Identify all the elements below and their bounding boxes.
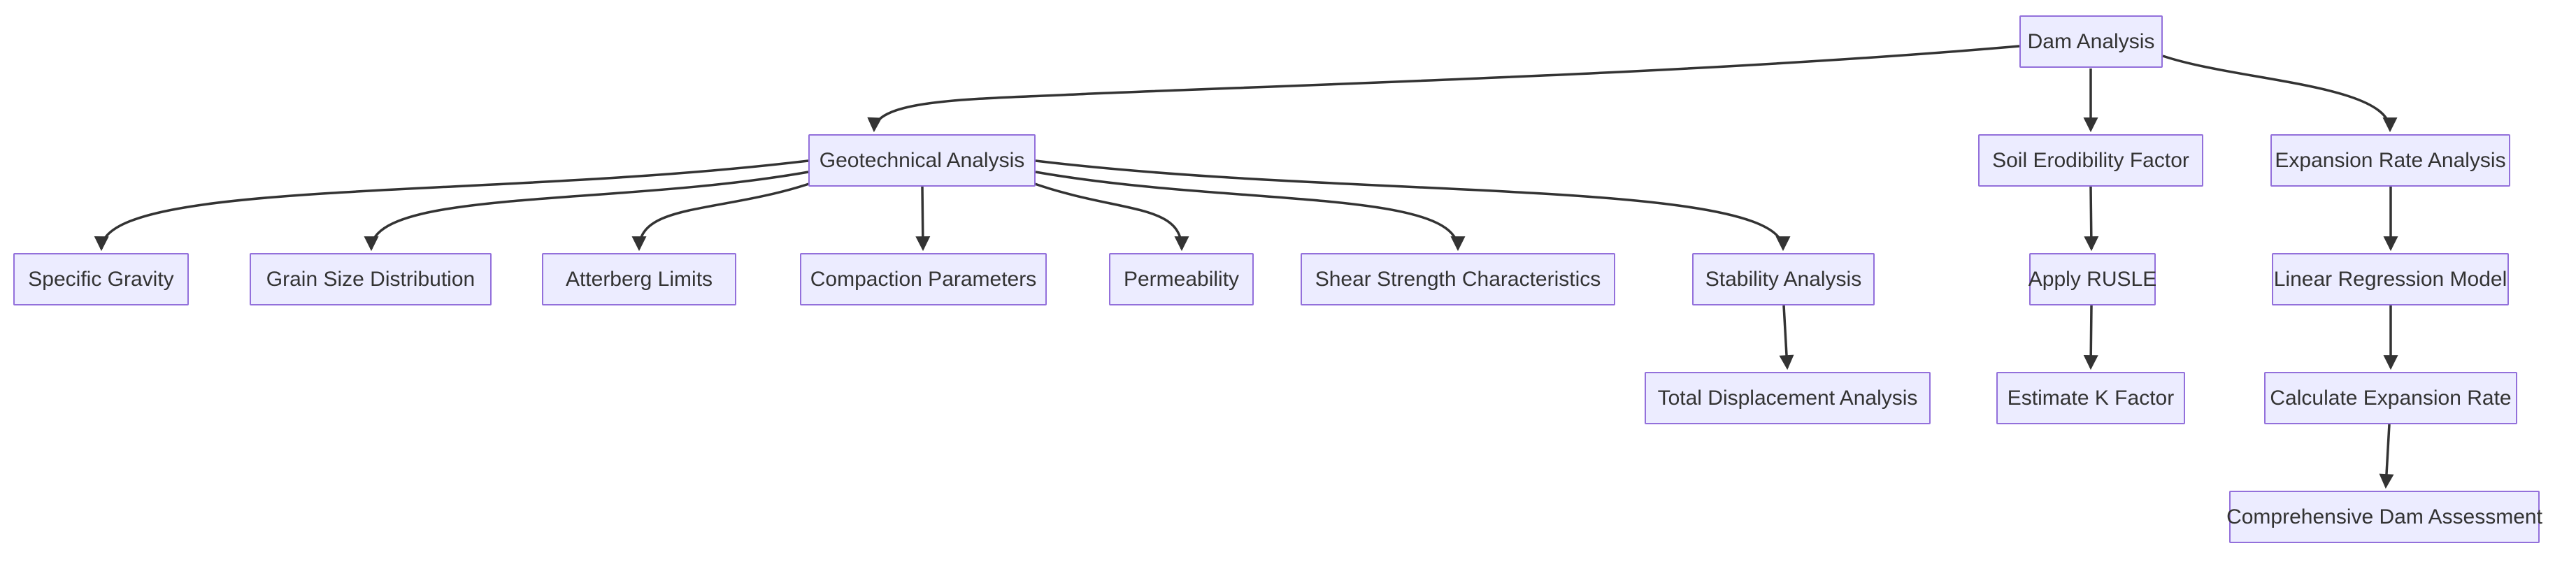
node-calculate-expansion-rate: Calculate Expansion Rate (2264, 372, 2517, 424)
edge-calculate-expansion-to-comprehensive (2379, 424, 2394, 489)
node-specific-gravity: Specific Gravity (13, 253, 189, 305)
node-comprehensive-dam-assessment: Comprehensive Dam Assessment (2226, 491, 2542, 543)
node-total-displacement-analysis: Total Displacement Analysis (1645, 372, 1931, 424)
node-stability-analysis: Stability Analysis (1692, 253, 1875, 305)
edge-geotechnical-to-stability (1035, 159, 1791, 252)
node-geotechnical-analysis: Geotechnical Analysis (808, 134, 1036, 187)
node-grain-size-distribution: Grain Size Distribution (250, 253, 492, 305)
node-atterberg-limits: Atterberg Limits (542, 253, 736, 305)
node-compaction-parameters: Compaction Parameters (800, 253, 1047, 305)
edge-geotechnical-to-grain-size (364, 171, 809, 252)
edge-geotechnical-to-specific-gravity (94, 159, 809, 252)
node-soil-erodibility-factor: Soil Erodibility Factor (1978, 134, 2203, 187)
edge-geotechnical-to-atterberg (631, 182, 812, 252)
edge-geotechnical-to-shear-strength (1035, 171, 1466, 252)
edge-dam-to-geotechnical (867, 45, 2020, 133)
node-expansion-rate-analysis: Expansion Rate Analysis (2270, 134, 2510, 187)
node-shear-strength-characteristics: Shear Strength Characteristics (1301, 253, 1615, 305)
node-linear-regression-model: Linear Regression Model (2272, 253, 2509, 305)
node-apply-rusle: Apply RUSLE (2028, 253, 2156, 305)
node-dam-analysis: Dam Analysis (2019, 15, 2163, 68)
edge-dam-to-expansion-rate (2162, 55, 2398, 133)
node-permeability: Permeability (1109, 253, 1254, 305)
node-estimate-k-factor: Estimate K Factor (1996, 372, 2185, 424)
edge-geotechnical-to-compaction (915, 186, 931, 252)
edge-stability-to-total-displacement (1779, 305, 1794, 370)
edge-geotechnical-to-permeability (1032, 182, 1189, 252)
